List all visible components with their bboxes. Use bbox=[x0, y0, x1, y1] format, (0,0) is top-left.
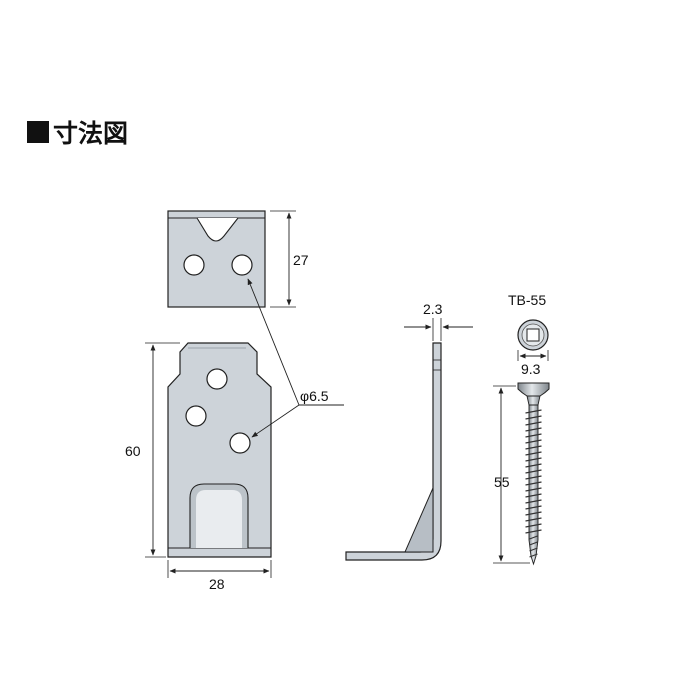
top-plate-hole-left bbox=[183, 254, 205, 276]
square-bullet-icon bbox=[27, 121, 49, 143]
dim-screw-head: 9.3 bbox=[517, 350, 549, 377]
dim-label-hole-diameter: φ6.5 bbox=[300, 388, 329, 404]
screw-label: TB-55 bbox=[508, 292, 546, 308]
top-plate-hole-right bbox=[231, 254, 253, 276]
dim-screw-length: 55 bbox=[493, 385, 530, 564]
screw-threads bbox=[525, 409, 542, 558]
dim-main-plate-height: 60 bbox=[125, 342, 180, 558]
dim-top-plate-height: 27 bbox=[270, 210, 309, 308]
dim-label-60: 60 bbox=[125, 443, 141, 459]
dim-thickness: 2.3 bbox=[404, 301, 473, 341]
main-plate-hole-3 bbox=[229, 432, 251, 454]
screw-side-view bbox=[517, 382, 550, 566]
dim-label-9-3: 9.3 bbox=[521, 361, 541, 377]
section-title: 寸法図 bbox=[27, 114, 128, 150]
dim-label-28: 28 bbox=[209, 576, 225, 592]
dim-label-27: 27 bbox=[293, 252, 309, 268]
main-plate-hole-1 bbox=[206, 368, 228, 390]
square-drive-icon bbox=[526, 328, 540, 342]
dim-label-55: 55 bbox=[494, 474, 510, 490]
section-title-text: 寸法図 bbox=[53, 119, 129, 148]
screw-head-top-view bbox=[517, 319, 549, 351]
side-view bbox=[345, 342, 442, 561]
dim-label-2-3: 2.3 bbox=[423, 301, 443, 317]
main-plate-hole-2 bbox=[185, 405, 207, 427]
dim-hole-diameter: φ6.5 bbox=[247, 278, 344, 438]
top-plate bbox=[167, 210, 266, 308]
main-plate bbox=[167, 342, 272, 558]
dim-main-plate-width: 28 bbox=[167, 560, 272, 592]
